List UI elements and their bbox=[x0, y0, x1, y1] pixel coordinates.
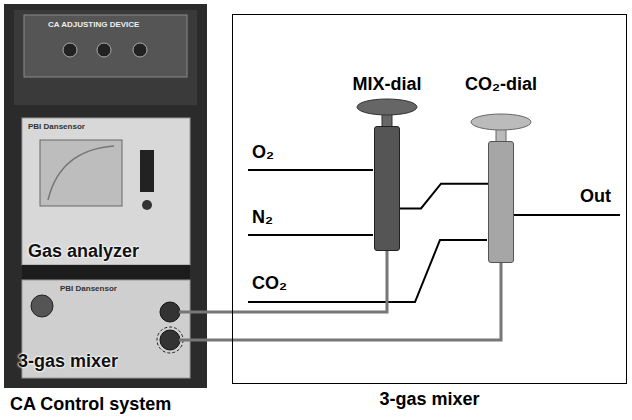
analyzer-unit bbox=[22, 118, 190, 265]
rack-gap bbox=[22, 265, 190, 280]
node-label: Gas analyzer bbox=[28, 241, 139, 262]
node-label: 3-gas mixer bbox=[18, 351, 118, 372]
gas-inlet-label: N₂ bbox=[252, 207, 273, 228]
gas-inlet-label: CO₂ bbox=[252, 273, 287, 294]
cabinet bbox=[4, 4, 207, 388]
o2-line bbox=[248, 169, 373, 171]
flow-knob bbox=[31, 295, 53, 317]
wire-stub bbox=[179, 339, 190, 342]
node-label: CO₂-dial bbox=[465, 74, 537, 95]
analyzer-slot bbox=[140, 150, 154, 192]
analyzer-screen bbox=[40, 140, 122, 206]
gas-inlet-label: O₂ bbox=[252, 142, 274, 163]
brand-text: PBI Dansensor bbox=[28, 122, 85, 131]
mixer-box: 3-gas mixerMIX-dialCO₂-dial bbox=[232, 14, 627, 384]
photo-frame: CA Control systemGas analyzer3-gas mixer bbox=[4, 4, 207, 388]
analyzer-panel: Gas analyzer bbox=[22, 118, 190, 265]
node-label: CA Control system bbox=[10, 394, 171, 415]
button bbox=[63, 43, 77, 57]
button bbox=[133, 43, 147, 57]
co2-knob bbox=[160, 330, 180, 350]
mix-dial: MIX-dial bbox=[374, 126, 400, 251]
outlet-label: Out bbox=[580, 186, 611, 207]
node-label: MIX-dial bbox=[352, 74, 421, 95]
co2-dial: CO₂-dial bbox=[488, 141, 514, 263]
mix-knob bbox=[160, 302, 180, 322]
control-wire bbox=[190, 263, 501, 340]
gas-line bbox=[400, 184, 488, 209]
mixer-panel: 3-gas mixer bbox=[22, 280, 190, 378]
co2-line bbox=[248, 240, 487, 302]
control-panel bbox=[14, 10, 197, 105]
panel-plate bbox=[24, 15, 187, 77]
screen-arc bbox=[48, 146, 114, 200]
dial-knob bbox=[468, 111, 534, 141]
control-wire bbox=[190, 251, 387, 312]
dial-knob bbox=[354, 96, 420, 126]
button bbox=[97, 43, 111, 57]
n2-line bbox=[248, 234, 373, 236]
analyzer-port bbox=[142, 200, 152, 210]
node-label: 3-gas mixer bbox=[379, 389, 479, 410]
brand-text: PBI Dansensor bbox=[60, 284, 117, 293]
device-plate-text: CA ADJUSTING DEVICE bbox=[48, 20, 139, 29]
out-line bbox=[513, 214, 620, 216]
wire-stub bbox=[179, 311, 190, 314]
